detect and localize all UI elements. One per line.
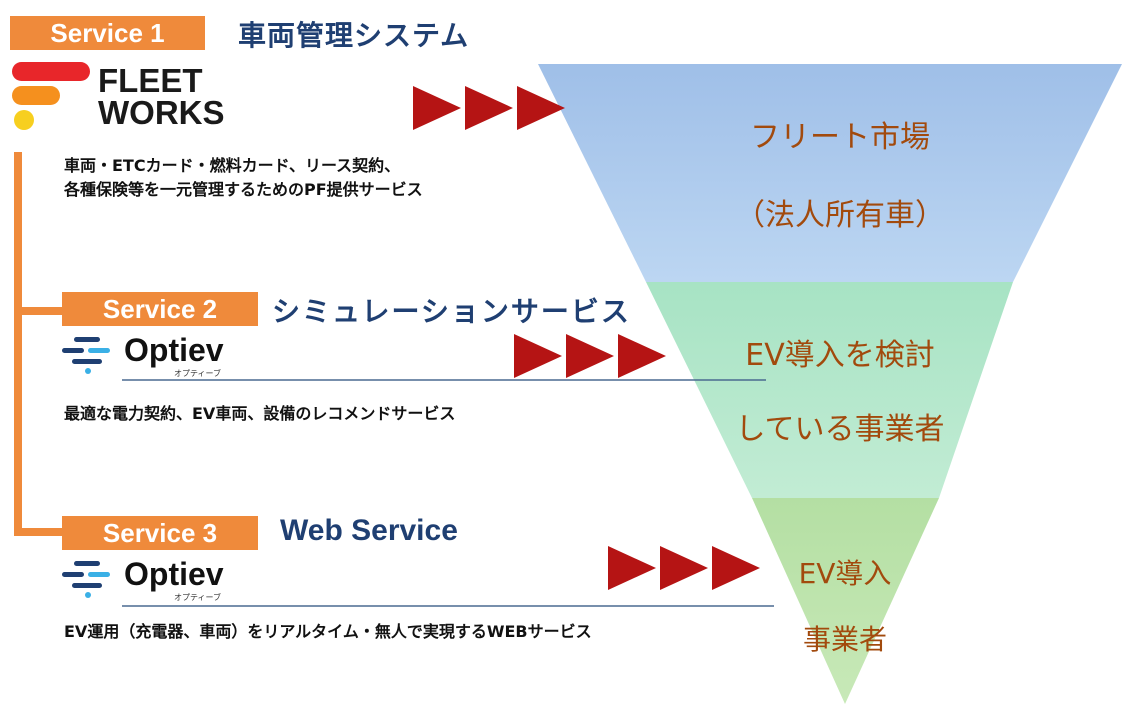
- funnel-tier-2: [646, 282, 1013, 498]
- optiev-sub-service3: オプティーブ: [174, 593, 222, 602]
- service1-heading: 車両管理システム: [238, 19, 470, 52]
- funnel-tier2-label-line1: EV導入を検討: [745, 338, 935, 373]
- service3-heading: Web Service: [280, 514, 458, 547]
- funnel-tier1-label-line2: （法人所有車）: [735, 198, 945, 233]
- optiev-mark-icon: [62, 337, 110, 374]
- funnel-tier-3: [752, 498, 939, 704]
- service2-description: 最適な電力契約、EV車両、設備のレコメンドサービス: [64, 404, 456, 423]
- funnel-tier2-label-line2: している事業者: [735, 412, 945, 447]
- optiev-name-service2: Optiev: [124, 332, 224, 368]
- optiev-mark-icon: [62, 561, 110, 598]
- fleetworks-logo: FLEET WORKS: [10, 60, 270, 136]
- funnel-tier3-label-line1: EV導入: [798, 557, 892, 590]
- optiev-logo-service3: Optiev オプティーブ: [62, 556, 262, 602]
- service2-badge: Service 2: [62, 292, 258, 326]
- arrows-service2: [514, 334, 666, 378]
- fleetworks-line2: WORKS: [98, 94, 225, 131]
- service1-description-line1: 車両・ETCカード・燃料カード、リース契約、: [64, 156, 401, 175]
- optiev-name-service3: Optiev: [124, 556, 224, 592]
- funnel-tier-1: [538, 64, 1122, 282]
- optiev-sub-service2: オプティーブ: [174, 369, 222, 378]
- funnel-tier3-label-line2: 事業者: [802, 623, 887, 656]
- service1-badge: Service 1: [10, 16, 205, 50]
- service-connector: [14, 152, 64, 536]
- fleetworks-mark-icon: [12, 62, 90, 130]
- fleetworks-line1: FLEET: [98, 62, 203, 99]
- funnel-tier1-label-line1: フリート市場: [750, 120, 930, 155]
- optiev-logo-service2: Optiev オプティーブ: [62, 332, 262, 378]
- arrows-service3: [608, 546, 760, 590]
- service2-heading: シミュレーションサービス: [272, 295, 631, 328]
- service3-description: EV運用（充電器、車両）をリアルタイム・無人で実現するWEBサービス: [64, 622, 592, 641]
- arrows-service1: [413, 86, 565, 130]
- service1-description-line2: 各種保険等を一元管理するためのPF提供サービス: [64, 180, 423, 199]
- service3-badge: Service 3: [62, 516, 258, 550]
